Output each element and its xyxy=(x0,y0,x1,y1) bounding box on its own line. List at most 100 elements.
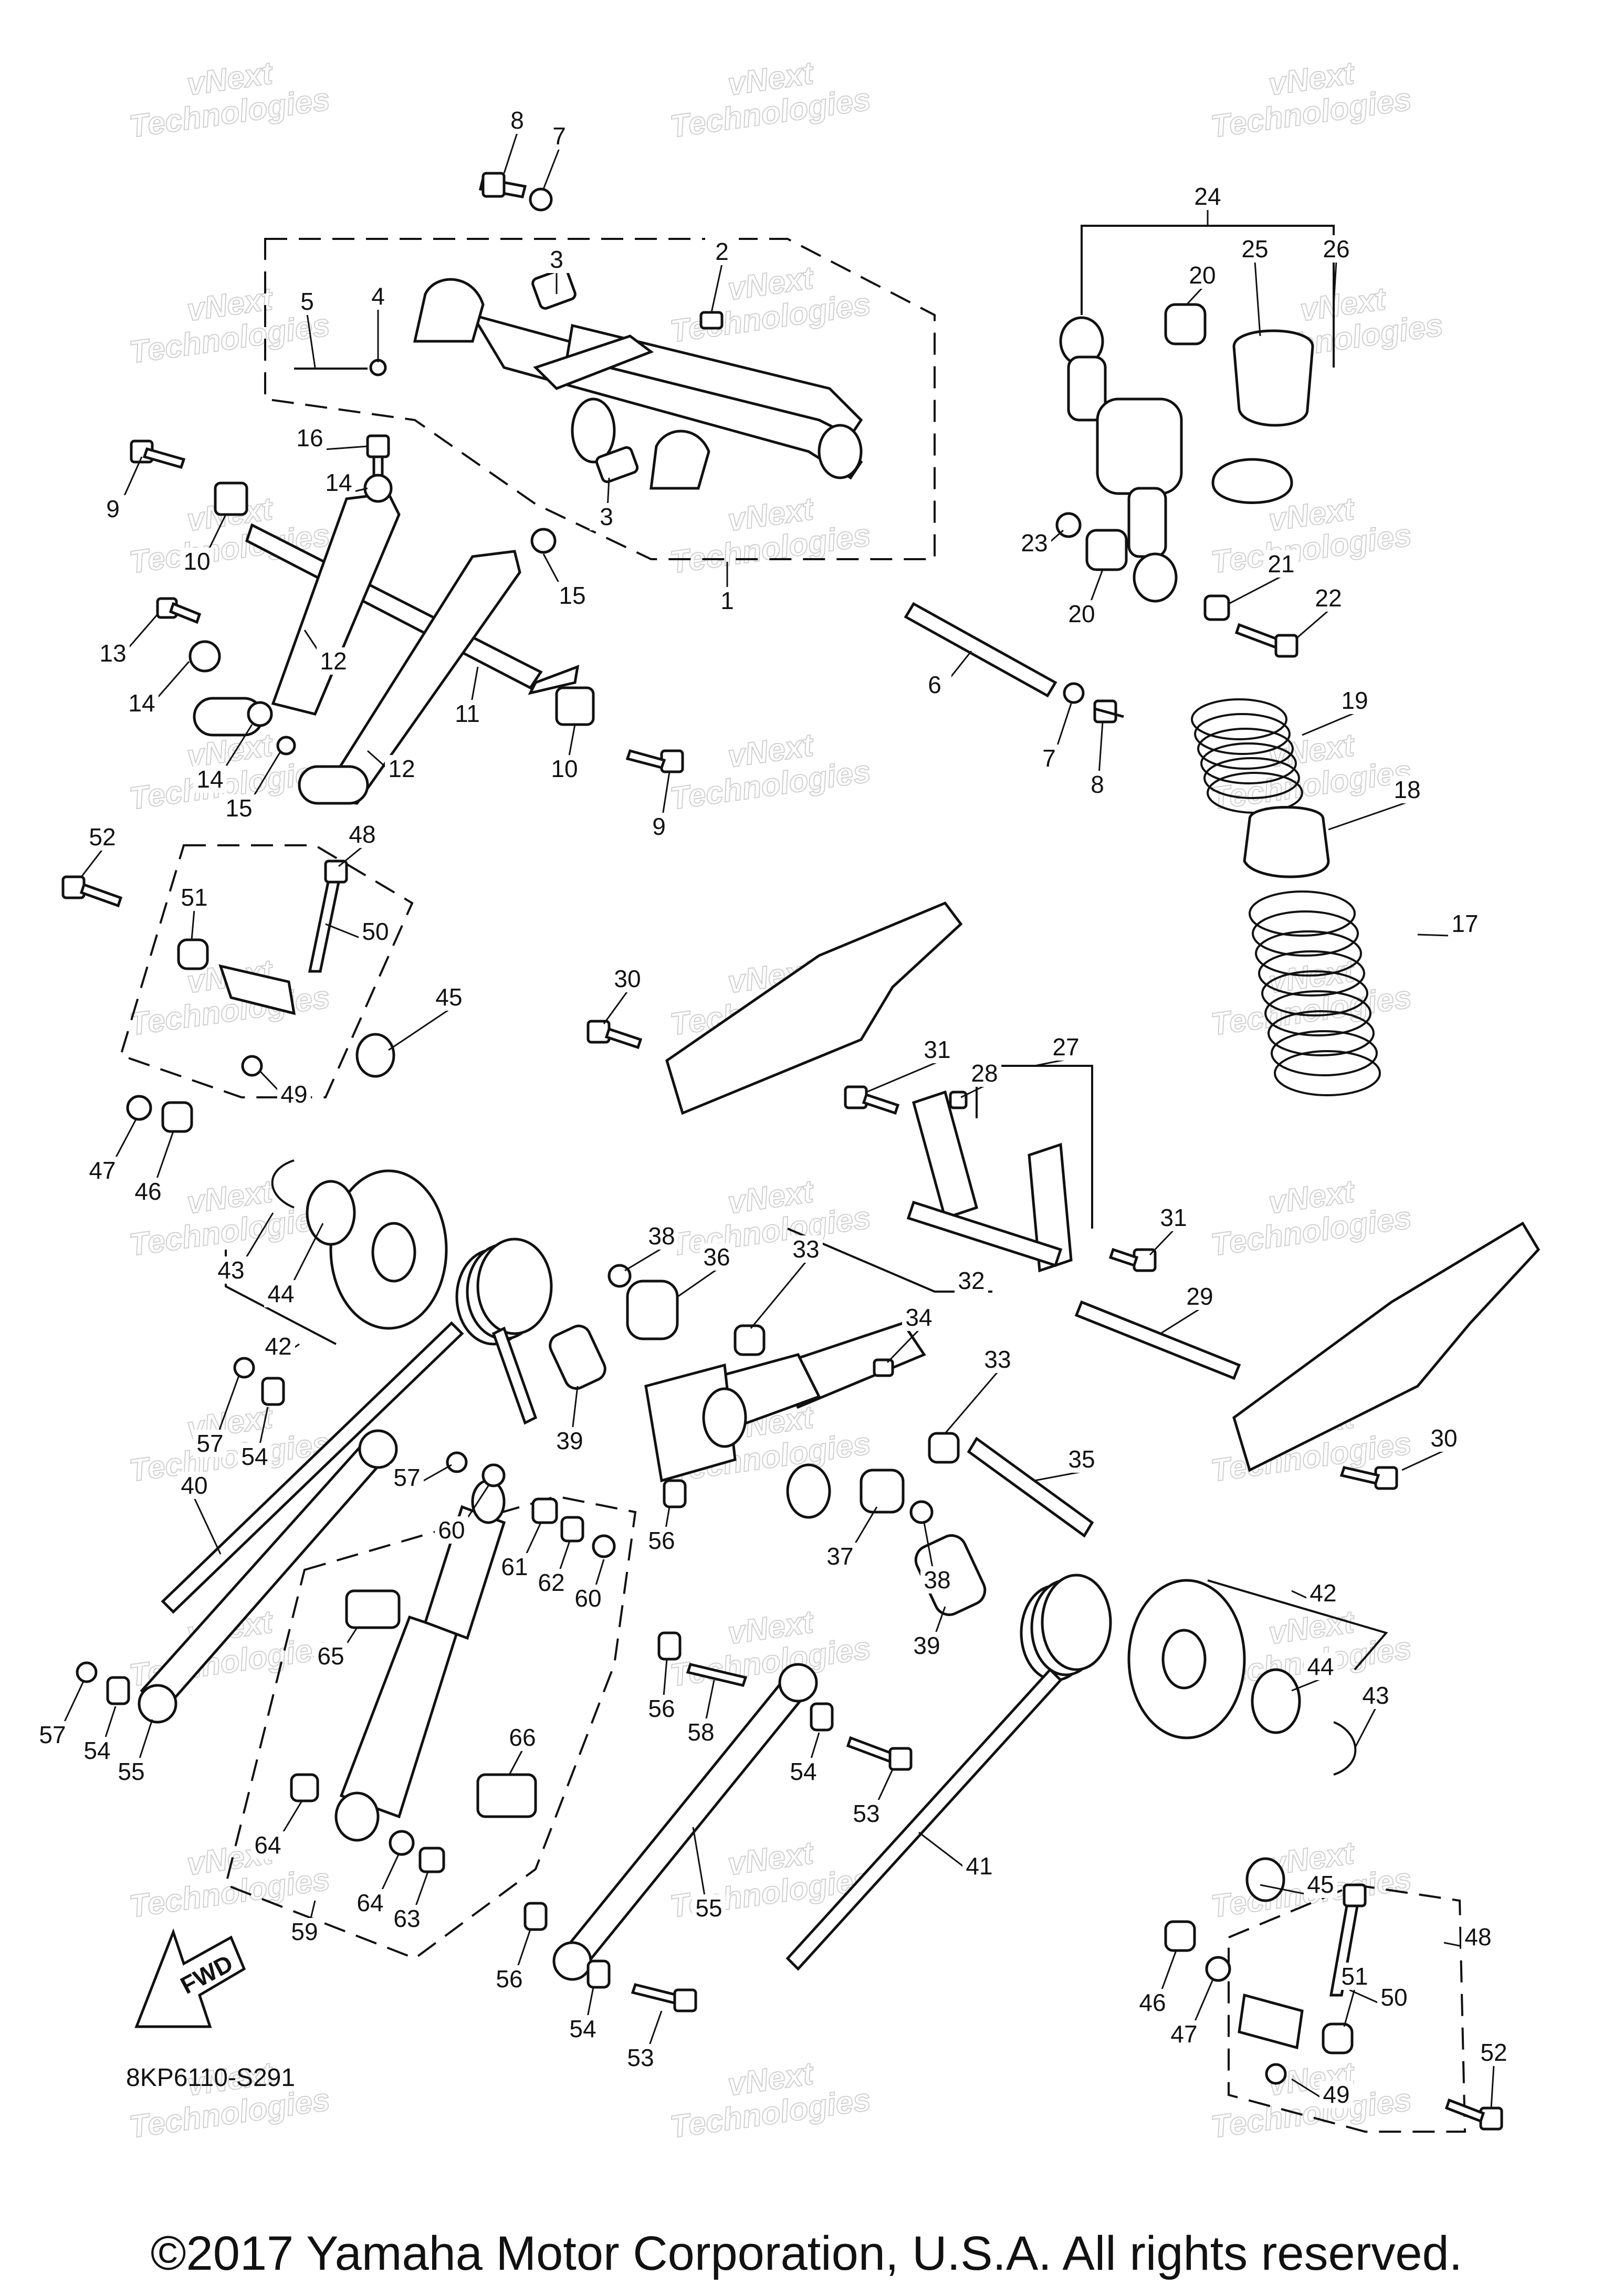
circlip-43-b xyxy=(1333,1721,1357,1776)
callout-bg-53b xyxy=(624,2044,657,2071)
callout-64a: 64 xyxy=(254,1831,281,1859)
callout-52b: 52 xyxy=(1480,2039,1507,2066)
callout-bg-11 xyxy=(451,700,484,727)
callout-5: 5 xyxy=(300,288,314,315)
spring-guide-18 xyxy=(1243,806,1330,878)
callout-bg-2 xyxy=(705,238,739,265)
callout-bg-52b xyxy=(1477,2039,1511,2066)
callout-31b: 31 xyxy=(1160,1204,1187,1231)
collar-36 xyxy=(626,1280,679,1340)
callout-bg-33b xyxy=(981,1346,1014,1373)
callout-55a: 55 xyxy=(118,1758,144,1785)
callout-52a: 52 xyxy=(89,823,116,851)
collar-63 xyxy=(418,1847,445,1873)
bracket-assembly-27 xyxy=(906,1090,1073,1273)
callout-39a: 39 xyxy=(556,1427,583,1454)
collar-20-b xyxy=(1085,529,1128,571)
leader-52b xyxy=(1490,2064,1495,2109)
callout-bg-64b xyxy=(353,1889,387,1916)
callout-32: 32 xyxy=(958,1267,984,1294)
callout-bg-41 xyxy=(962,1852,996,1880)
callout-6: 6 xyxy=(928,671,941,698)
leader-26 xyxy=(1333,261,1337,305)
callout-17: 17 xyxy=(1451,910,1478,937)
callout-bg-38b xyxy=(920,1566,954,1593)
callout-51b: 51 xyxy=(1341,1963,1368,1990)
callout-bg-4 xyxy=(361,282,395,310)
spring-19 xyxy=(1191,698,1303,814)
leader-66 xyxy=(508,1749,523,1775)
leader-51a xyxy=(191,909,195,940)
idler-wheel-right-42 xyxy=(1127,1579,1246,1739)
collar-54-b xyxy=(106,1676,130,1705)
clip-4 xyxy=(369,359,387,376)
callout-bg-42a xyxy=(261,1333,295,1360)
bearing-44-a xyxy=(306,1180,356,1246)
callout-bg-51b xyxy=(1338,1963,1371,1990)
callout-bg-21 xyxy=(1264,550,1298,578)
callout-53a: 53 xyxy=(853,1800,879,1827)
callout-bg-22 xyxy=(1312,584,1345,612)
collar-54-a xyxy=(261,1377,285,1406)
callout-42a: 42 xyxy=(265,1333,291,1360)
nut-15-b xyxy=(276,736,296,756)
cap-66 xyxy=(476,1773,537,1818)
leader-8a xyxy=(503,132,518,174)
callout-64b: 64 xyxy=(357,1889,383,1916)
callout-bg-51a xyxy=(177,884,211,911)
callout-34: 34 xyxy=(905,1304,932,1331)
leader-7a xyxy=(542,148,560,190)
callout-20a: 20 xyxy=(1189,261,1216,289)
washer-7-top xyxy=(529,187,553,212)
callout-66: 66 xyxy=(509,1724,536,1751)
callout-43a: 43 xyxy=(217,1256,244,1284)
callout-bg-46a xyxy=(131,1178,165,1205)
callout-2: 2 xyxy=(715,238,729,265)
leader-44b xyxy=(1291,1678,1321,1692)
callout-bg-14c xyxy=(193,766,227,793)
callout-31a: 31 xyxy=(924,1036,950,1063)
callout-bg-24 xyxy=(1191,183,1224,210)
nut-57-c xyxy=(76,1661,98,1683)
leader-28 xyxy=(960,1085,985,1098)
nut-57-a xyxy=(233,1357,255,1379)
callout-bg-47a xyxy=(86,1157,119,1184)
callout-bg-61 xyxy=(498,1553,531,1580)
fwd-arrow-icon: FWD xyxy=(134,1928,246,2028)
callout-10a: 10 xyxy=(183,548,210,575)
shock-absorber-59 xyxy=(334,1479,506,1842)
callout-21: 21 xyxy=(1268,550,1294,578)
callout-bg-37 xyxy=(823,1543,857,1570)
callout-bg-57b xyxy=(390,1464,424,1491)
nut-49-b xyxy=(1265,2063,1287,2085)
collar-62 xyxy=(560,1516,584,1543)
callout-46a: 46 xyxy=(134,1178,161,1205)
callout-bg-3b xyxy=(590,503,623,530)
callout-bg-31a xyxy=(920,1036,954,1063)
callout-9b: 9 xyxy=(652,813,666,840)
callout-bg-48a xyxy=(345,821,379,848)
shock-absorber-24 xyxy=(1059,316,1183,603)
callout-14a: 14 xyxy=(325,469,352,496)
bushing-46-b xyxy=(1164,1920,1196,1952)
slide-rail-frame-lower xyxy=(1232,1221,1541,1472)
callout-bg-62 xyxy=(535,1569,568,1596)
collar-54-d xyxy=(586,1959,611,1989)
callout-37: 37 xyxy=(826,1543,853,1570)
callout-bg-54b xyxy=(80,1737,114,1764)
callout-bg-43b xyxy=(1359,1682,1392,1709)
group-box-shock-rear xyxy=(224,1495,637,1960)
spring19-coil-0 xyxy=(1191,698,1287,740)
callout-bg-29 xyxy=(1183,1283,1217,1310)
callout-bg-17 xyxy=(1448,910,1482,937)
callout-bg-39b xyxy=(910,1632,944,1659)
callout-bg-32 xyxy=(955,1267,988,1294)
callout-60b: 60 xyxy=(574,1585,601,1612)
callout-bg-60b xyxy=(571,1585,605,1612)
washer-47-a xyxy=(126,1095,152,1121)
callout-9a: 9 xyxy=(106,495,120,522)
plate-50-a xyxy=(218,964,296,1015)
callout-62: 62 xyxy=(538,1569,564,1596)
callout-13: 13 xyxy=(99,639,126,667)
spring17-coil-6 xyxy=(1268,1010,1375,1056)
